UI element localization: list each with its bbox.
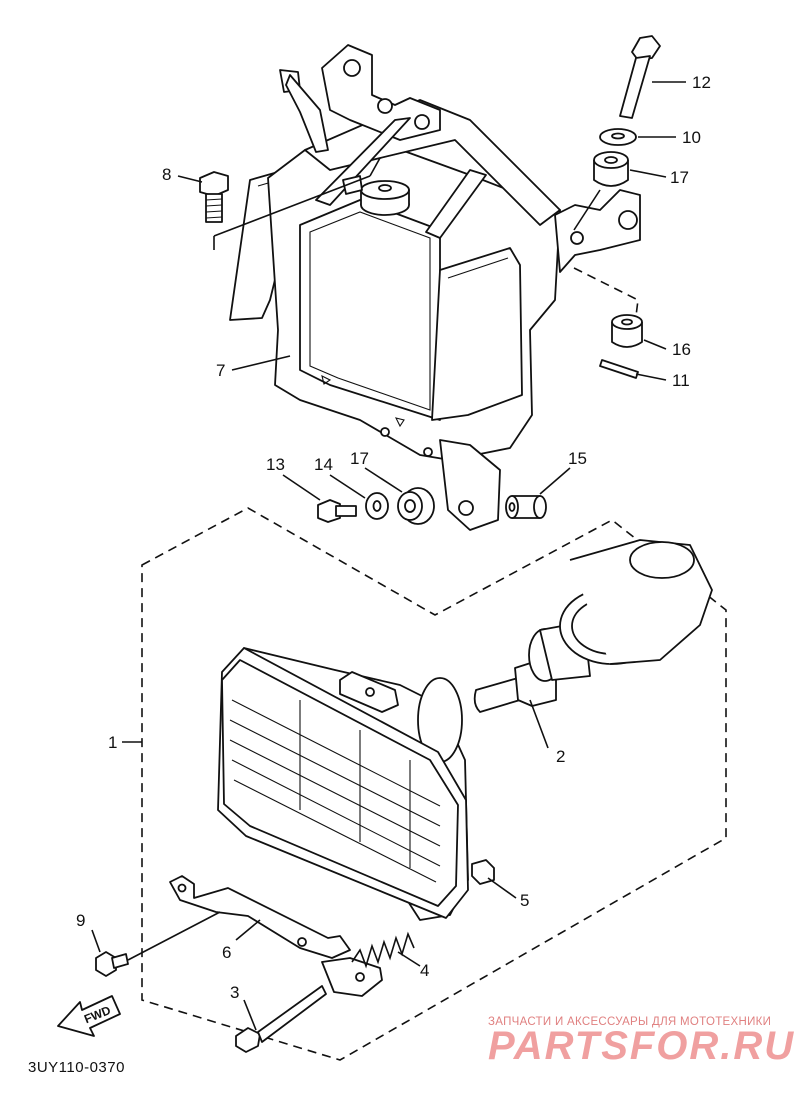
callout-13: 13 [266, 455, 285, 474]
callout-12: 12 [692, 73, 711, 92]
callout-3: 3 [230, 983, 239, 1002]
watermark-logo: PARTSFOR.RU [488, 1024, 796, 1068]
washer-10 [599, 128, 637, 146]
collar-15 [505, 495, 547, 519]
spring-4 [351, 931, 415, 969]
callout-17-bottom: 17 [350, 449, 369, 468]
screw-3 [235, 985, 327, 1053]
collar-16 [611, 314, 643, 348]
callout-17-top: 17 [670, 168, 689, 187]
diagram-code: 3UY110-0370 [28, 1059, 125, 1076]
callout-15: 15 [568, 449, 587, 468]
headlight-stay-bracket [229, 44, 641, 531]
bracket-6 [169, 875, 383, 997]
callout-6: 6 [222, 943, 231, 962]
forward-arrow-icon: FWD [57, 995, 121, 1037]
callout-10: 10 [682, 128, 701, 147]
leader-lines [91, 81, 686, 1031]
callout-7: 7 [216, 361, 225, 380]
callout-2: 2 [556, 747, 565, 766]
grommet-17-bottom [397, 487, 435, 525]
callout-16: 16 [672, 340, 691, 359]
callout-11: 11 [672, 371, 690, 390]
callout-5: 5 [520, 891, 529, 910]
callout-14: 14 [314, 455, 333, 474]
callout-1: 1 [108, 733, 117, 752]
callout-4: 4 [420, 961, 429, 980]
socket-cover [559, 539, 713, 665]
grommet-17-top [593, 151, 629, 187]
callout-9: 9 [76, 911, 85, 930]
callout-numbers: 12 10 17 16 11 8 7 13 14 17 15 1 2 5 4 6… [76, 73, 711, 1002]
watermark-subtitle: ЗАПЧАСТИ И АКСЕССУАРЫ ДЛЯ МОТОТЕХНИКИ [488, 1016, 772, 1028]
pin-11 [599, 359, 639, 379]
callout-8: 8 [162, 165, 171, 184]
bolt-13 [317, 499, 357, 523]
bolt-8 [199, 171, 229, 223]
washer-14 [365, 492, 389, 520]
assembly-boundary [141, 507, 727, 1061]
bolt-9 [95, 951, 129, 977]
bolt-12 [619, 35, 661, 119]
headlight-unit [217, 647, 469, 921]
